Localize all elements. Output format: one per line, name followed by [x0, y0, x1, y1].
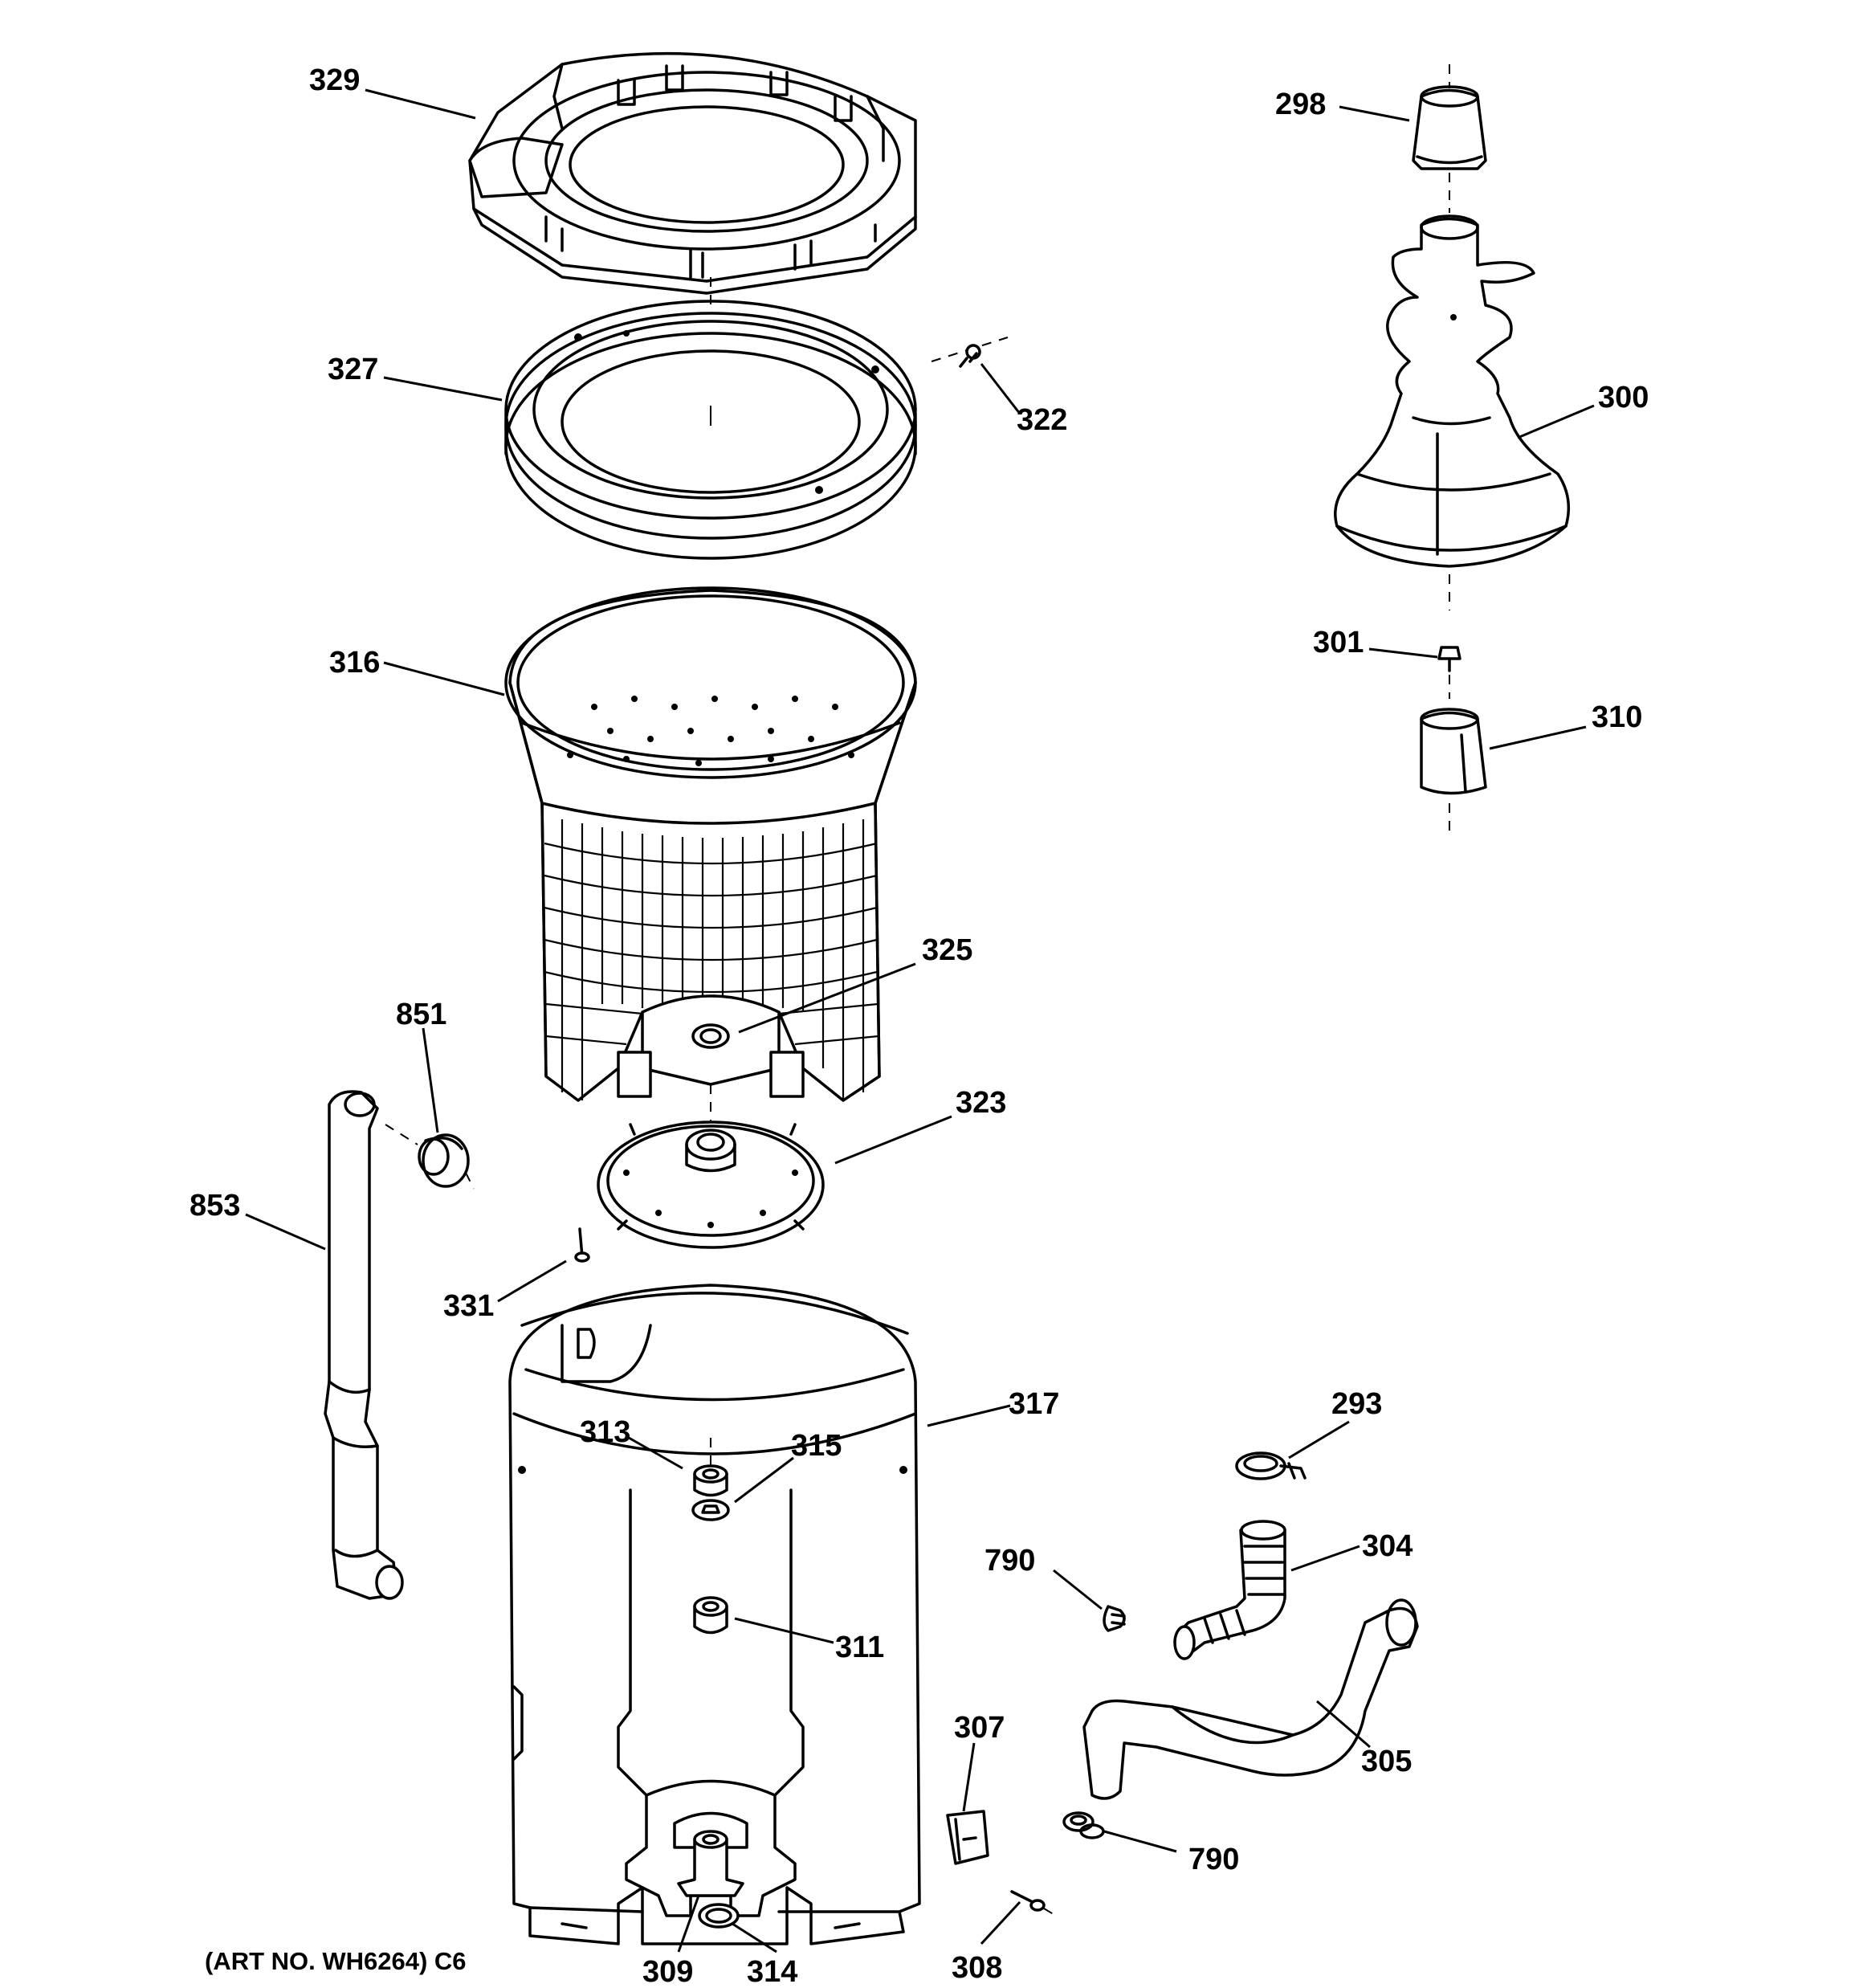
clamp-part-790-lower — [1062, 1811, 1105, 1839]
label-325: 325 — [922, 933, 972, 967]
label-313: 313 — [580, 1415, 630, 1449]
label-851: 851 — [396, 998, 446, 1031]
label-314: 314 — [747, 1955, 797, 1988]
washer-part-315 — [691, 1499, 730, 1521]
bracket-part-307 — [946, 1810, 989, 1865]
screw-part-322 — [931, 337, 1009, 368]
label-853: 853 — [190, 1189, 240, 1223]
rod-part-853 — [324, 1090, 404, 1600]
label-790-upper: 790 — [984, 1544, 1035, 1578]
leader-lines — [245, 88, 1595, 1953]
label-315: 315 — [791, 1429, 842, 1463]
clamp-part-293 — [1235, 1451, 1307, 1480]
basket-hub-part-325 — [617, 994, 805, 1098]
oring-part-314 — [698, 1903, 740, 1929]
label-304: 304 — [1362, 1529, 1413, 1563]
dash-line — [385, 1124, 418, 1145]
screw-part-308 — [1010, 1890, 1057, 1917]
nut-part-311 — [693, 1596, 728, 1635]
balance-ring-part-327 — [504, 300, 917, 560]
cam-part-310 — [1420, 708, 1487, 835]
label-308: 308 — [952, 1951, 1002, 1985]
bolt-part-301 — [1437, 646, 1461, 699]
dash-line — [465, 1172, 475, 1190]
bearing-part-313 — [693, 1464, 728, 1497]
agitator-part-300 — [1334, 214, 1571, 610]
label-317: 317 — [1009, 1387, 1059, 1421]
hose-part-305 — [1082, 1598, 1419, 1800]
label-316: 316 — [329, 646, 380, 680]
basket-grid — [544, 819, 879, 1100]
label-309: 309 — [642, 1955, 693, 1988]
tub-cover-part-329 — [468, 51, 917, 295]
label-301: 301 — [1313, 626, 1364, 659]
cap-part-298 — [1412, 64, 1487, 213]
screw-part-331 — [574, 1227, 590, 1263]
callout-labels: 329 298 327 322 300 316 301 310 325 851 … — [190, 63, 1649, 1988]
drive-hub-part-323 — [597, 1121, 825, 1249]
label-327: 327 — [328, 353, 378, 386]
label-329: 329 — [309, 63, 360, 97]
nut-part-851 — [418, 1133, 470, 1188]
label-311: 311 — [835, 1631, 884, 1664]
art-number-footer: (ART NO. WH6264) C6 — [205, 1947, 467, 1975]
bearing-housing-part-309 — [677, 1830, 744, 1897]
label-331: 331 — [443, 1289, 494, 1323]
label-310: 310 — [1592, 700, 1642, 734]
label-300: 300 — [1598, 381, 1649, 414]
clamp-part-790-upper — [1103, 1605, 1126, 1632]
spin-basket-part-316 — [504, 586, 917, 1102]
hose-part-304 — [1173, 1520, 1286, 1660]
label-305: 305 — [1361, 1745, 1412, 1778]
label-298: 298 — [1275, 88, 1326, 121]
label-790-lower: 790 — [1188, 1843, 1239, 1876]
basket-holes — [567, 696, 854, 766]
label-323: 323 — [956, 1086, 1006, 1120]
label-293: 293 — [1331, 1387, 1382, 1421]
label-307: 307 — [954, 1711, 1005, 1745]
label-322: 322 — [1017, 403, 1067, 437]
